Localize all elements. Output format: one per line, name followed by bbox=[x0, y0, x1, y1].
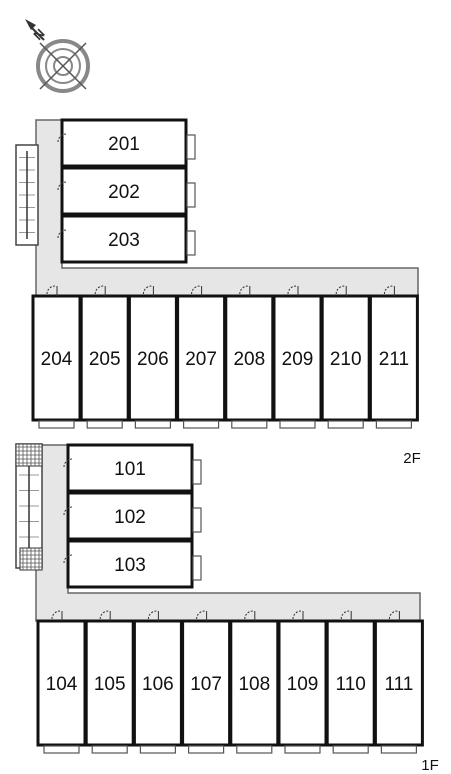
unit-102: 102 bbox=[63, 491, 202, 541]
unit-108: 108 bbox=[229, 610, 280, 754]
floor-2f: 201 202 203 204 205 206 207 208 209 210 211 2F bbox=[15, 118, 421, 467]
unit-210: 210 bbox=[320, 285, 371, 429]
staircase-icon bbox=[15, 144, 39, 246]
compass-rose-icon: N bbox=[25, 19, 90, 93]
unit-number: 211 bbox=[379, 349, 409, 370]
unit-number: 108 bbox=[238, 674, 270, 695]
unit-209: 209 bbox=[272, 285, 323, 429]
unit-number: 101 bbox=[114, 459, 146, 480]
unit-number: 201 bbox=[108, 134, 140, 155]
unit-201: 201 bbox=[57, 118, 196, 168]
unit-number: 205 bbox=[89, 349, 121, 370]
unit-205: 205 bbox=[79, 285, 130, 429]
unit-107: 107 bbox=[181, 610, 232, 754]
unit-number: 209 bbox=[282, 349, 314, 370]
hatched-area bbox=[15, 443, 43, 467]
unit-103: 103 bbox=[63, 539, 202, 589]
unit-number: 202 bbox=[108, 182, 140, 203]
unit-110: 110 bbox=[325, 610, 376, 754]
unit-number: 103 bbox=[114, 555, 146, 576]
floor-label: 2F bbox=[403, 450, 421, 467]
unit-204: 204 bbox=[31, 285, 82, 429]
floor-1f: 101 102 103 104 105 106 107 108 109 110 111 1F bbox=[15, 443, 439, 774]
hatched-area bbox=[19, 547, 43, 571]
unit-number: 107 bbox=[190, 674, 222, 695]
unit-number: 106 bbox=[142, 674, 174, 695]
unit-109: 109 bbox=[277, 610, 328, 754]
unit-number: 110 bbox=[336, 674, 366, 695]
unit-number: 111 bbox=[384, 674, 413, 695]
unit-number: 104 bbox=[46, 674, 78, 695]
unit-number: 102 bbox=[114, 507, 146, 528]
unit-207: 207 bbox=[176, 285, 227, 429]
unit-number: 210 bbox=[330, 349, 362, 370]
unit-104: 104 bbox=[36, 610, 87, 754]
floor-label: 1F bbox=[421, 757, 439, 774]
unit-202: 202 bbox=[57, 166, 196, 216]
unit-number: 208 bbox=[233, 349, 265, 370]
unit-number: 206 bbox=[137, 349, 169, 370]
unit-211: 211 bbox=[368, 285, 419, 429]
unit-number: 203 bbox=[108, 230, 140, 251]
unit-203: 203 bbox=[57, 214, 196, 264]
unit-208: 208 bbox=[224, 285, 275, 429]
unit-206: 206 bbox=[127, 285, 178, 429]
unit-105: 105 bbox=[84, 610, 135, 754]
unit-number: 204 bbox=[41, 349, 73, 370]
unit-number: 109 bbox=[287, 674, 319, 695]
unit-111: 111 bbox=[373, 610, 424, 754]
unit-number: 207 bbox=[185, 349, 217, 370]
unit-number: 105 bbox=[94, 674, 126, 695]
unit-101: 101 bbox=[63, 443, 202, 493]
unit-106: 106 bbox=[132, 610, 183, 754]
